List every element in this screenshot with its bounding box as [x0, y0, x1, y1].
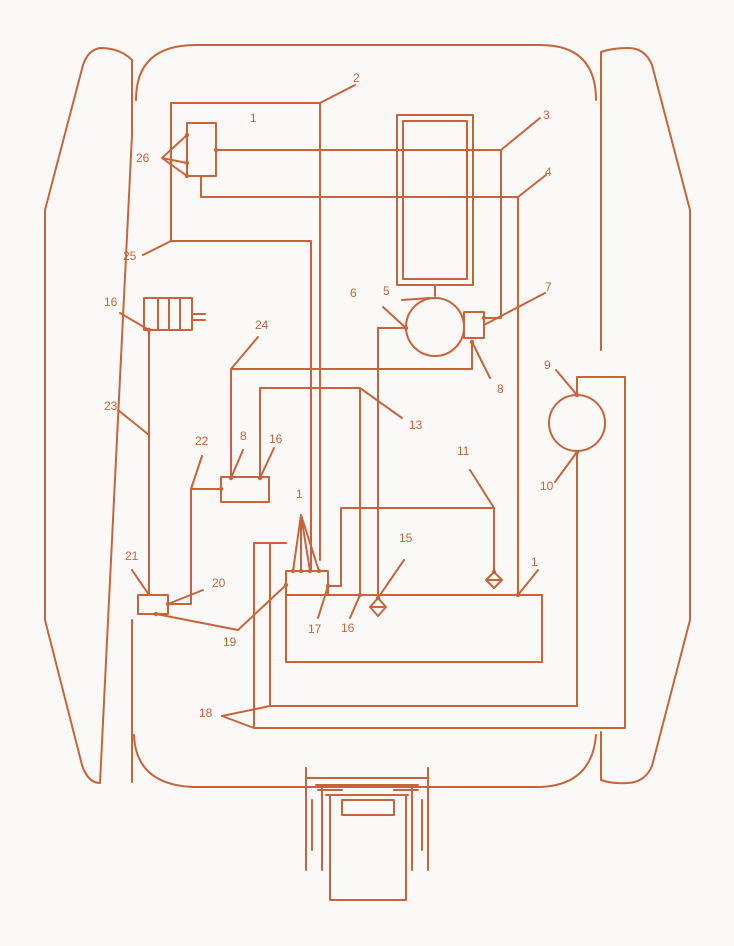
label-6: 6: [350, 286, 357, 300]
tank-inner: [402, 120, 468, 280]
wire-24: [230, 336, 473, 479]
connection-dot-1: [213, 147, 219, 153]
connection-dot-19: [375, 595, 381, 601]
chassis-frame: [305, 767, 429, 901]
connection-dot-16: [316, 568, 322, 574]
label-1-top: 1: [250, 111, 257, 125]
wire-7-pointer: [377, 292, 546, 379]
label-8-mid: 8: [240, 429, 247, 443]
connection-dot-21: [515, 592, 521, 598]
wire-22: [167, 455, 222, 605]
filter-11: [485, 571, 503, 589]
unit-1-top: [186, 122, 217, 177]
label-4: 4: [545, 165, 552, 179]
wire-25: [142, 134, 312, 571]
label-1-group: 1: [296, 487, 303, 501]
connection-dot-4: [184, 173, 190, 179]
wire-26-pointers: [161, 134, 188, 177]
wire-23: [117, 312, 150, 596]
label-11: 11: [457, 444, 470, 458]
label-3: 3: [543, 108, 550, 122]
pump-5: [405, 297, 465, 357]
tank-outer: [396, 114, 474, 286]
connection-dot-5: [403, 325, 409, 331]
label-24: 24: [255, 318, 269, 332]
module-7: [463, 311, 485, 339]
connection-dot-6: [481, 315, 487, 321]
label-16-mid: 16: [269, 432, 283, 446]
connection-dot-14: [298, 568, 304, 574]
body-left-panel: [44, 47, 133, 784]
label-16-bottom: 16: [341, 621, 355, 635]
connection-dot-25: [153, 611, 159, 617]
connection-dot-23: [574, 449, 580, 455]
connection-dots: [146, 132, 580, 617]
body-cab-outline: [133, 44, 597, 788]
connection-dot-9: [228, 475, 234, 481]
pump-9: [548, 394, 606, 452]
connection-dot-8: [146, 327, 152, 333]
connection-dot-3: [184, 160, 190, 166]
connection-dot-2: [184, 132, 190, 138]
label-8-right: 8: [497, 382, 504, 396]
label-26: 26: [136, 151, 150, 165]
wire-19: [131, 569, 287, 631]
connection-dot-13: [290, 568, 296, 574]
label-10: 10: [540, 479, 554, 493]
connection-dot-7: [469, 339, 475, 345]
label-23: 23: [104, 399, 118, 413]
labels: 1 2 3 4 5 6 7 8 9 10 11 13 15 16 16 16 8…: [104, 71, 554, 720]
wire-9-10-pointers: [554, 369, 578, 483]
unit-8-mid: [220, 476, 270, 503]
connection-dot-15: [307, 568, 313, 574]
wire-18: [221, 376, 626, 729]
label-21: 21: [125, 549, 139, 563]
connection-dot-10: [257, 475, 263, 481]
wire-1-group: [292, 514, 539, 596]
label-9: 9: [544, 358, 551, 372]
diagram-lines: [44, 44, 691, 901]
label-19: 19: [223, 635, 237, 649]
connection-dot-17: [325, 583, 331, 589]
wire-4: [200, 174, 547, 596]
wire-top-loop: [170, 84, 356, 561]
connection-dot-11: [218, 486, 224, 492]
wire-17-16: [317, 574, 361, 619]
connection-dot-22: [574, 392, 580, 398]
unit-20: [137, 594, 169, 615]
label-25: 25: [123, 249, 137, 263]
label-5: 5: [383, 284, 390, 298]
wire-8-16-pointers: [230, 447, 275, 479]
connection-dot-20: [491, 569, 497, 575]
label-7: 7: [545, 280, 552, 294]
body-right-panel: [600, 47, 691, 785]
label-18: 18: [199, 706, 213, 720]
label-16-top: 16: [104, 295, 118, 309]
connection-dot-18: [357, 592, 363, 598]
label-13: 13: [409, 418, 423, 432]
label-17: 17: [308, 622, 322, 636]
main-unit: [285, 594, 543, 663]
wire-13: [259, 387, 403, 596]
filter-15: [369, 559, 405, 617]
connector-1: [285, 570, 329, 596]
cylinder-rod: [157, 297, 206, 331]
label-22: 22: [195, 434, 209, 448]
wire-3: [215, 117, 541, 319]
connection-dot-12: [165, 601, 171, 607]
wire-11: [340, 469, 495, 576]
connection-dot-24: [283, 582, 289, 588]
label-15: 15: [399, 531, 413, 545]
label-2: 2: [353, 71, 360, 85]
label-1-right: 1: [531, 555, 538, 569]
label-20: 20: [212, 576, 226, 590]
